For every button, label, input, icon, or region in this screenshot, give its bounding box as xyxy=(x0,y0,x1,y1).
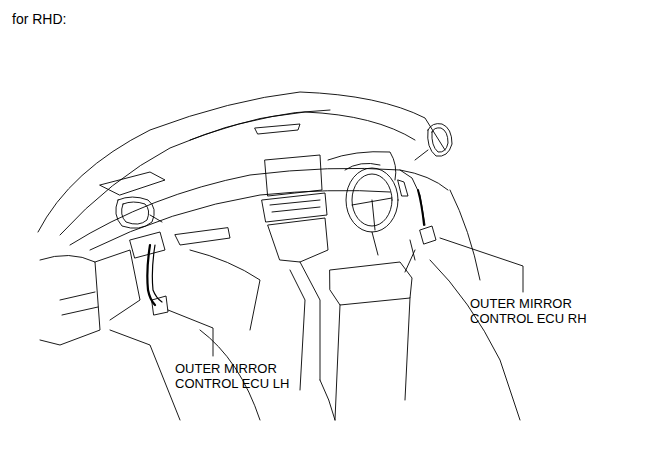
view-title: for RHD: xyxy=(12,12,66,27)
part-label: OUTER MIRROR CONTROL ECU RH xyxy=(470,296,595,326)
part-label: OUTER MIRROR CONTROL ECU LH xyxy=(175,361,300,391)
